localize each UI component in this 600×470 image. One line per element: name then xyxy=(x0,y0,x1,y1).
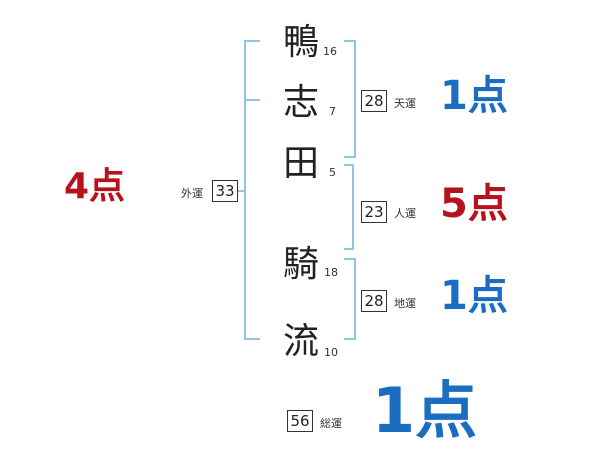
jinun-value-box: 23 xyxy=(361,201,387,223)
gaiun-value-box: 33 xyxy=(212,180,238,202)
stroke-count-3: 5 xyxy=(329,166,336,179)
souun-label: 総運 xyxy=(320,417,342,430)
chiun-label: 地運 xyxy=(394,297,416,310)
tenun-value-box: 28 xyxy=(361,90,387,112)
stroke-count-5: 10 xyxy=(324,346,338,359)
souun-score: 1点 xyxy=(372,374,478,447)
stroke-count-2: 7 xyxy=(329,105,336,118)
jinun-score: 5点 xyxy=(440,181,508,227)
stroke-count-1: 16 xyxy=(323,45,337,58)
jinun-label: 人運 xyxy=(394,207,416,220)
name-char-2: 志 xyxy=(283,82,320,123)
chiun-score: 1点 xyxy=(440,273,508,319)
name-char-4: 騎 xyxy=(283,244,320,285)
gaiun-label: 外運 xyxy=(181,187,203,200)
stroke-count-4: 18 xyxy=(324,266,338,279)
tenun-score: 1点 xyxy=(440,73,508,119)
name-char-3: 田 xyxy=(283,143,320,184)
souun-value-box: 56 xyxy=(287,410,313,432)
name-char-5: 流 xyxy=(283,321,320,362)
name-char-1: 鴨 xyxy=(283,22,320,63)
gaiun-score: 4点 xyxy=(64,166,126,207)
chiun-value-box: 28 xyxy=(361,290,387,312)
tenun-label: 天運 xyxy=(394,97,416,110)
